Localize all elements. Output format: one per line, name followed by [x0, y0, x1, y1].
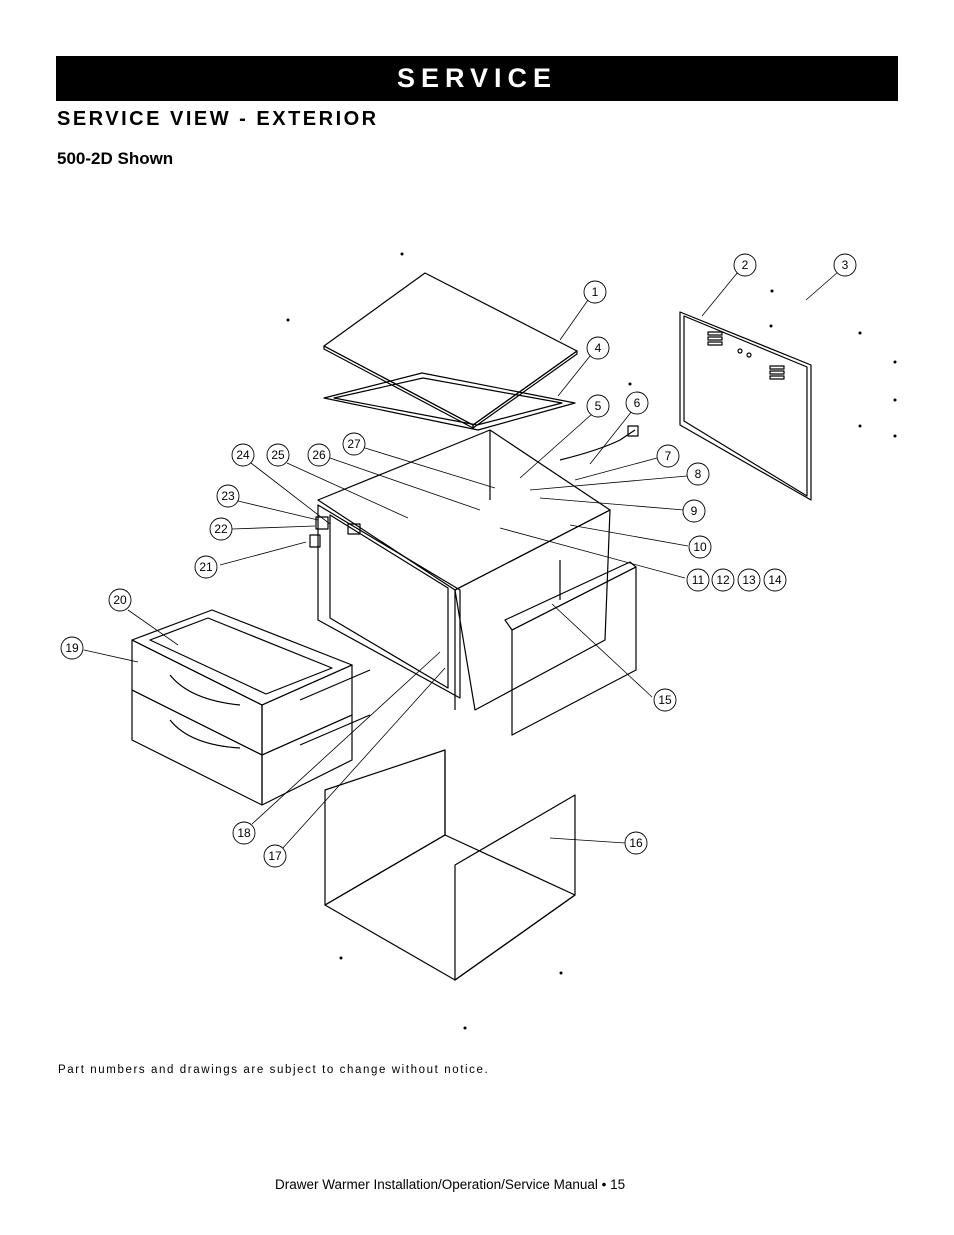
top-panel-part: [323, 272, 578, 429]
power-cord: [559, 429, 636, 461]
callout-1: 1: [583, 280, 607, 304]
disclaimer-note: Part numbers and drawings are subject to…: [58, 1064, 490, 1076]
svg-text:8: 8: [695, 467, 702, 481]
page-footer: Drawer Warmer Installation/Operation/Ser…: [275, 1177, 626, 1192]
fasteners: [286, 252, 897, 1030]
callout-3: 3: [833, 253, 857, 277]
base-stand-part: [324, 749, 576, 981]
callout-6: 6: [625, 391, 649, 415]
back-panel-part: [679, 311, 812, 501]
svg-text:16: 16: [629, 836, 643, 850]
svg-text:26: 26: [312, 448, 326, 462]
gasket-part: [323, 372, 576, 431]
callout-8: 8: [686, 462, 710, 486]
callout-markers: 1 2 3 4 5 6 7 8 9 10 11 12 13 14 15 16 1…: [60, 253, 857, 868]
svg-text:24: 24: [236, 448, 250, 462]
svg-text:27: 27: [347, 437, 361, 451]
callout-2: 2: [733, 253, 757, 277]
callout-5: 5: [586, 394, 610, 418]
svg-text:19: 19: [65, 641, 79, 655]
section-title: SERVICE VIEW - EXTERIOR: [57, 108, 379, 130]
callout-15: 15: [653, 688, 677, 712]
svg-text:17: 17: [268, 849, 282, 863]
callout-20: 20: [108, 588, 132, 612]
callout-9: 9: [682, 499, 706, 523]
callout-19: 19: [60, 636, 84, 660]
callout-21: 21: [194, 555, 218, 579]
svg-text:23: 23: [221, 489, 235, 503]
banner-title: SERVICE: [396, 63, 558, 93]
lower-drawer-part: [131, 669, 371, 806]
svg-text:10: 10: [693, 540, 707, 554]
svg-text:2: 2: [742, 258, 749, 272]
callout-4: 4: [586, 336, 610, 360]
section-banner: SERVICE: [56, 56, 898, 101]
callout-24: 24: [231, 443, 255, 467]
callout-27: 27: [342, 432, 366, 456]
svg-text:11: 11: [692, 573, 705, 587]
svg-text:21: 21: [199, 560, 213, 574]
svg-text:4: 4: [595, 341, 602, 355]
svg-text:14: 14: [768, 573, 782, 587]
callout-10: 10: [688, 535, 712, 559]
upper-drawer-part: [131, 609, 353, 756]
svg-text:6: 6: [634, 396, 641, 410]
svg-text:12: 12: [716, 573, 730, 587]
callout-25: 25: [266, 443, 290, 467]
front-frame: [309, 504, 461, 699]
callout-14: 14: [763, 568, 787, 592]
svg-text:7: 7: [665, 449, 672, 463]
svg-text:15: 15: [658, 693, 672, 707]
callout-12: 12: [711, 568, 735, 592]
callout-11: 11: [686, 568, 710, 592]
svg-text:9: 9: [691, 504, 698, 518]
callout-17: 17: [263, 844, 287, 868]
callout-7: 7: [656, 444, 680, 468]
leader-lines: [83, 271, 839, 850]
callout-23: 23: [216, 484, 240, 508]
svg-text:13: 13: [742, 573, 756, 587]
svg-text:20: 20: [113, 593, 127, 607]
svg-text:3: 3: [842, 258, 849, 272]
svg-text:25: 25: [271, 448, 285, 462]
model-note: 500-2D Shown: [57, 149, 174, 168]
svg-text:22: 22: [214, 522, 228, 536]
callout-13: 13: [737, 568, 761, 592]
svg-text:18: 18: [237, 826, 251, 840]
svg-text:1: 1: [592, 285, 599, 299]
callout-18: 18: [232, 821, 256, 845]
cabinet-body: [317, 429, 611, 711]
callout-16: 16: [624, 831, 648, 855]
callout-26: 26: [307, 443, 331, 467]
side-panel-part: [504, 561, 637, 736]
callout-22: 22: [209, 517, 233, 541]
svg-text:5: 5: [595, 399, 602, 413]
